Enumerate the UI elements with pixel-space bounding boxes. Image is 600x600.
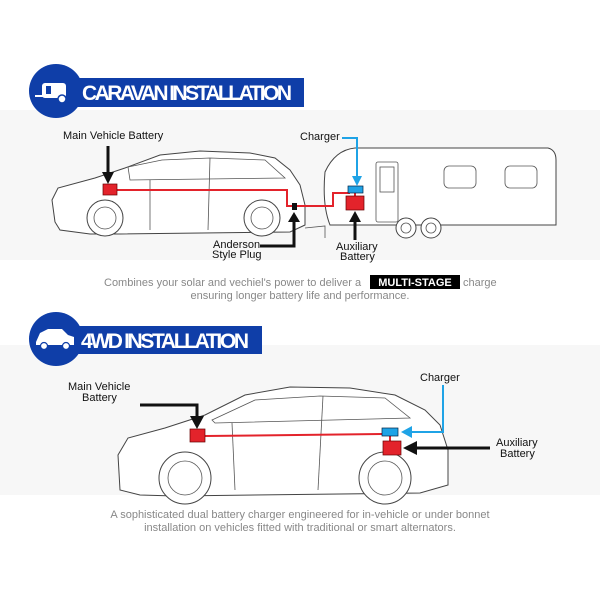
title-banner — [62, 326, 262, 354]
caption-highlight: MULTI-STAGE — [378, 277, 452, 289]
caravan-wiring — [117, 189, 350, 207]
caravan-car — [51, 150, 326, 238]
fwd-car — [117, 386, 449, 505]
title-banner — [62, 78, 304, 107]
arrows — [140, 385, 490, 455]
aux-battery-block — [382, 440, 402, 456]
fwd-caption-line1: A sophisticated dual battery charger eng… — [110, 509, 489, 521]
label-aux-line2: Battery — [340, 251, 375, 263]
label-aux-line1: Auxiliary — [336, 241, 378, 253]
charger-block — [381, 427, 399, 437]
caravan-trailer — [323, 147, 557, 239]
label-main-vehicle-battery: Main Vehicle Battery — [63, 130, 164, 142]
aux-battery-block — [345, 195, 365, 211]
car-icon — [36, 329, 74, 351]
main-battery-block — [189, 428, 206, 443]
caption-line1-post: charge — [463, 277, 497, 289]
fwd-wiring — [204, 433, 384, 437]
label-main-line1: Main Vehicle — [68, 381, 130, 393]
charger-block — [347, 185, 364, 194]
label-charger: Charger — [420, 372, 460, 384]
fwd-section-header: 4WD INSTALLATION — [29, 312, 262, 366]
label-aux-line2: Battery — [500, 448, 535, 460]
caravan-icon — [35, 83, 67, 104]
caption-line1-pre: Combines your solar and vechiel's power … — [104, 277, 362, 289]
main-battery-block — [102, 183, 118, 196]
label-anderson-line2: Style Plug — [212, 249, 262, 261]
label-charger: Charger — [300, 131, 340, 143]
label-anderson-line1: Anderson — [213, 239, 260, 251]
fwd-title: 4WD INSTALLATION — [81, 330, 249, 353]
caption-line2: ensuring longer battery life and perform… — [191, 290, 410, 302]
caravan-title: CARAVAN INSTALLATION — [82, 82, 292, 105]
anderson-plug-block — [292, 203, 297, 210]
label-main-line2: Battery — [82, 392, 117, 404]
arrows — [102, 137, 362, 248]
highlight-box — [370, 275, 460, 289]
label-aux-line1: Auxiliary — [496, 437, 538, 449]
caravan-section-header: CARAVAN INSTALLATION — [29, 64, 304, 118]
fwd-caption-line2: installation on vehicles fitted with tra… — [144, 522, 456, 534]
